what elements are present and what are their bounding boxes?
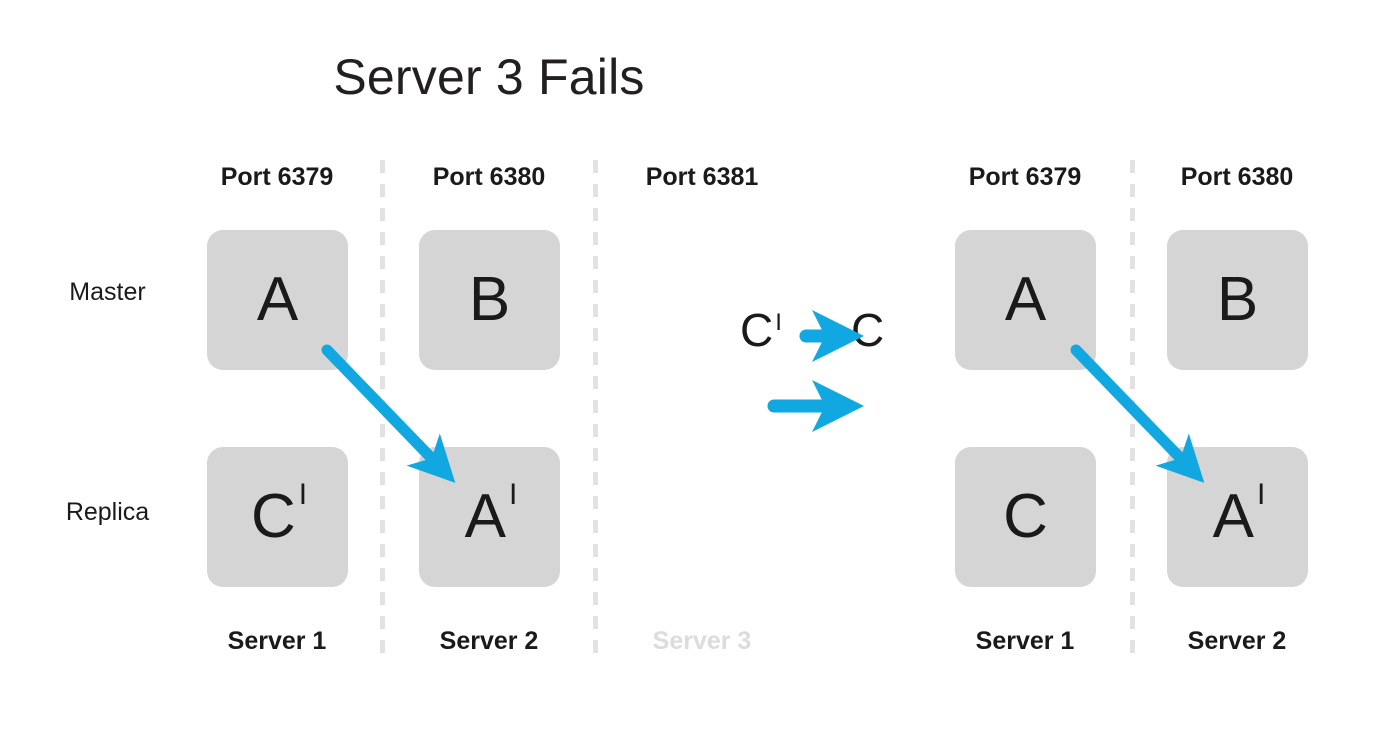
node-letter: A [1212,482,1254,551]
divider-left-1 [380,160,385,660]
node-letter: C [1003,482,1048,551]
port-label-left-2: Port 6380 [432,163,546,191]
server-label-right-2: Server 2 [1187,627,1287,655]
node-right-replica-1: C [955,447,1096,587]
server-label-left-2: Server 2 [439,627,539,655]
prime-mark: I [775,309,782,336]
node-letter: A [1004,265,1047,334]
node-right-master-1: A [955,230,1096,370]
node-letter: B [468,265,511,334]
prime-mark: I [298,478,308,511]
divider-left-2 [593,160,598,660]
node-letter: A [256,265,299,334]
port-label-right-1: Port 6379 [968,163,1082,191]
prime-mark: I [509,478,518,511]
node-letter: A [464,482,506,551]
node-right-master-2: B [1167,230,1308,370]
row-label-master: Master [69,278,146,306]
transition-label-from: CI [740,304,782,356]
port-label-left-1: Port 6379 [220,163,334,191]
port-label-left-3: Port 6381 [645,163,759,191]
node-left-master-2: B [419,230,560,370]
transition-from-letter: C [740,304,774,356]
server-label-left-1: Server 1 [227,627,327,655]
transition-to-letter: C [851,304,885,356]
server-label-left-3: Server 3 [652,627,752,655]
transition-label-to: C [851,307,884,353]
node-letter: C [250,482,296,551]
page-title: Server 3 Fails [333,49,645,105]
node-left-master-1: A [207,230,348,370]
port-label-right-2: Port 6380 [1180,163,1294,191]
row-label-replica: Replica [65,498,150,526]
server-label-right-1: Server 1 [975,627,1075,655]
divider-right-1 [1130,160,1135,660]
node-letter: B [1216,265,1259,334]
prime-mark: I [1257,478,1266,511]
